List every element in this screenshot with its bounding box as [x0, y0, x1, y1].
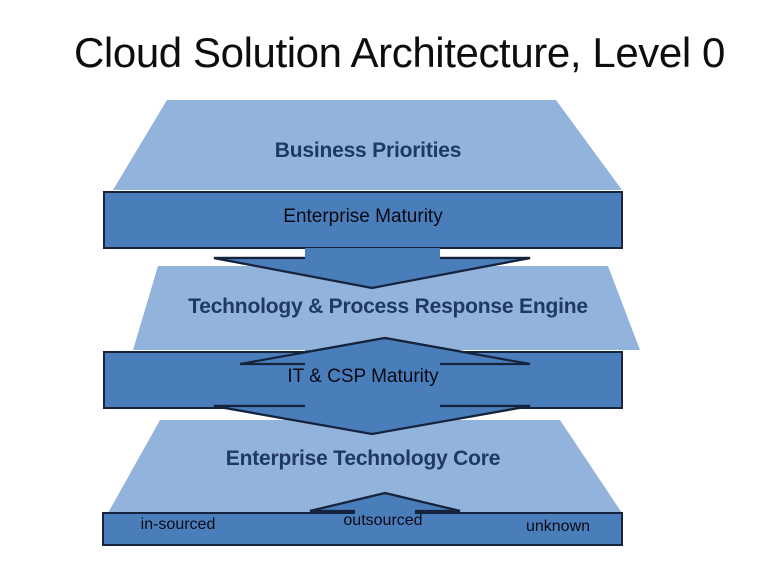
bar-enterprise-maturity[interactable]: [103, 191, 623, 249]
trapezoid-technology-process-response-engine[interactable]: [133, 266, 640, 350]
trapezoid-enterprise-technology-core[interactable]: [108, 420, 622, 513]
connector-up-4-outline: [309, 491, 461, 513]
page-title: Cloud Solution Architecture, Level 0: [74, 29, 725, 76]
bar-sourcing[interactable]: [102, 512, 623, 546]
connector-up-2-wings: [240, 338, 530, 364]
trapezoid-business-priorities[interactable]: [113, 100, 622, 190]
connector-up-2-outline: [239, 336, 531, 366]
connector-up-4-wings: [310, 493, 460, 511]
connector-down-3-head: [213, 398, 531, 436]
connector-shaft-4: [355, 507, 415, 517]
connector-down-1-head: [213, 250, 531, 290]
